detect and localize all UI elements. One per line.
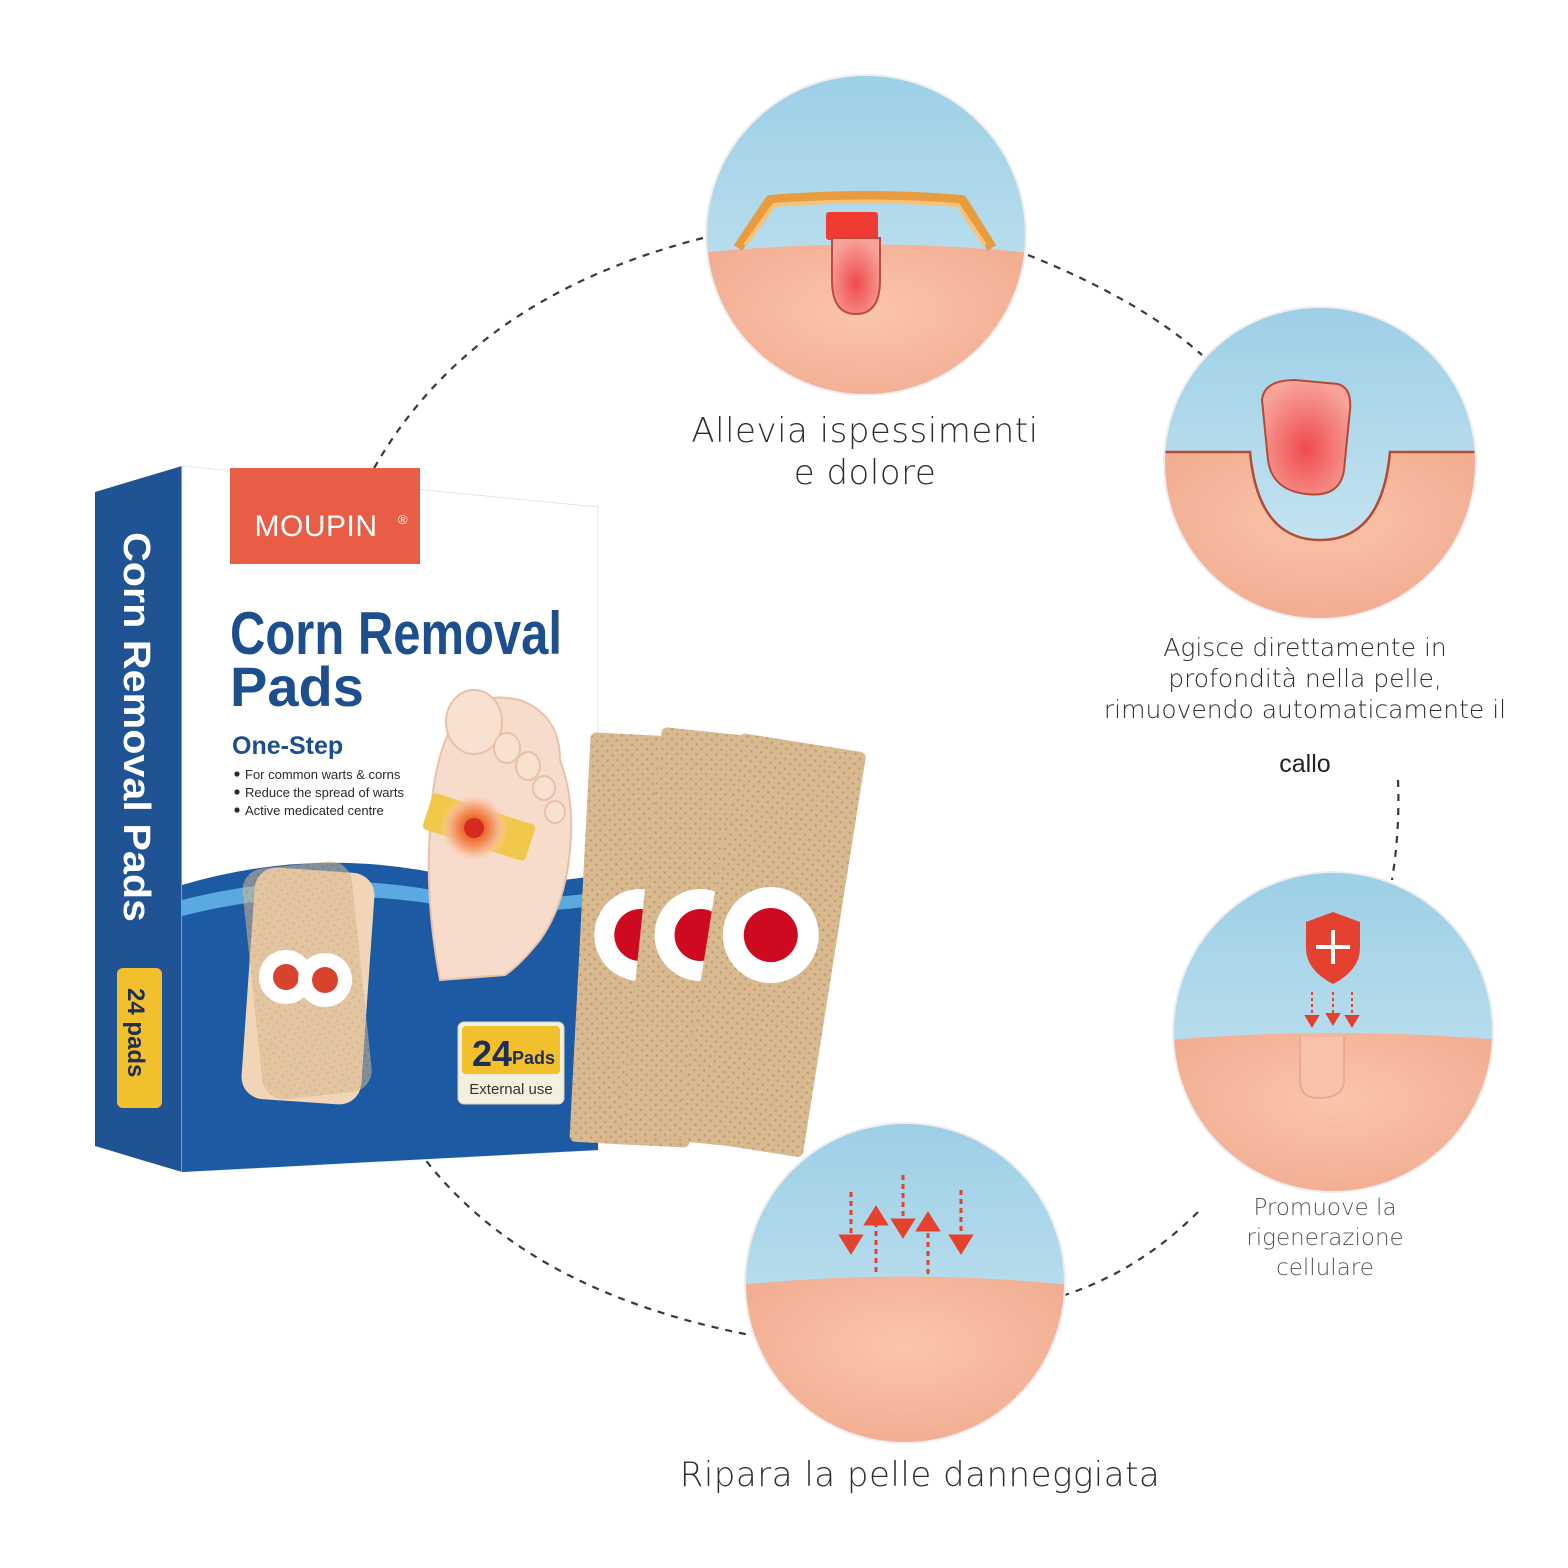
connector-arc-top-left: [364, 236, 704, 486]
benefit-caption-2-line4: callo: [1279, 750, 1331, 778]
product-bullet: Active medicated centre: [245, 803, 384, 818]
skin-layer: [1173, 1033, 1493, 1192]
benefit-caption-2-line2: profondità nella pelle,: [1168, 664, 1442, 693]
benefit-caption-1: Allevia ispessimenti e dolore: [640, 410, 1090, 494]
repair-arrows-icon: [838, 1175, 974, 1274]
product-bullet: Reduce the spread of warts: [245, 785, 404, 800]
connector-arc-top-right: [1027, 253, 1203, 356]
product-bullet: For common warts & corns: [245, 767, 401, 782]
benefit-illustration-2: [1163, 306, 1477, 620]
corn-shape: [831, 237, 881, 316]
benefit-caption-2-line1: Agisce direttamente in: [1163, 633, 1447, 662]
medicated-core: [826, 212, 878, 240]
skin-layer: [745, 1276, 1065, 1443]
healing-spot: [1299, 1037, 1345, 1099]
benefit-caption-2-line3: rimuovendo automaticamente il: [1103, 695, 1507, 724]
spine-count: 24 pads: [122, 988, 149, 1077]
spine-count-badge: [117, 968, 162, 1108]
plus-icon: [1316, 930, 1350, 964]
down-arrows-icon: [1304, 992, 1360, 1028]
skin-layer: [706, 244, 1026, 395]
benefit-caption-2: Agisce direttamente in profondità nella …: [1080, 632, 1530, 780]
benefit-illustration-4: [744, 1122, 1066, 1444]
benefit-caption-3: Promuove la rigenerazione cellulare: [1195, 1193, 1455, 1283]
product-bullets: For common warts & corns Reduce the spre…: [234, 767, 404, 818]
toe: [515, 751, 541, 781]
box-pads: [241, 861, 375, 1105]
skin-layer: [1164, 452, 1476, 619]
spine-title: Corn Removal Pads: [115, 532, 157, 922]
connector-arc-right: [1390, 779, 1400, 881]
benefit-illustration-3: [1172, 871, 1494, 1193]
dashed-connectors: [364, 236, 1400, 1337]
benefit-caption-1-line2: e dolore: [793, 453, 937, 493]
corn-shape: [1260, 378, 1352, 496]
benefit-caption-3-line2: rigenerazione: [1246, 1225, 1404, 1251]
connector-arc-bottom-right: [1064, 1211, 1199, 1297]
badge-count: 24: [472, 1033, 512, 1074]
product-title-line1: Corn Removal: [230, 600, 562, 667]
pad-layer: [733, 191, 997, 251]
benefit-caption-3-line3: cellulare: [1276, 1255, 1374, 1281]
product-subtitle: One-Step: [232, 732, 343, 760]
brand-registered-mark: ®: [398, 512, 408, 527]
loose-pads: [569, 727, 866, 1157]
badge-note: External use: [469, 1081, 552, 1098]
foot-illustration: [422, 689, 573, 982]
benefit-caption-4-line1: Ripara la pelle danneggiata: [679, 1455, 1161, 1495]
benefit-caption-1-line1: Allevia ispessimenti: [691, 411, 1039, 451]
toe: [544, 800, 566, 824]
connector-arc-bottom-left: [417, 1149, 751, 1337]
big-toe: [445, 689, 503, 755]
brand-name: MOUPIN: [255, 510, 378, 543]
benefit-caption-3-line1: Promuove la: [1253, 1195, 1397, 1221]
badge-unit: Pads: [512, 1048, 555, 1068]
benefit-illustration-1: [705, 74, 1027, 396]
product-box: MOUPIN ® Corn Removal Pads One-Step For …: [95, 465, 599, 1173]
product-title-line2: Pads: [230, 655, 364, 718]
benefit-caption-4: Ripara la pelle danneggiata: [560, 1454, 1280, 1496]
toe: [493, 732, 521, 764]
toe: [532, 775, 556, 801]
pad-strip: [676, 733, 866, 1157]
brand-tab: [230, 468, 420, 564]
